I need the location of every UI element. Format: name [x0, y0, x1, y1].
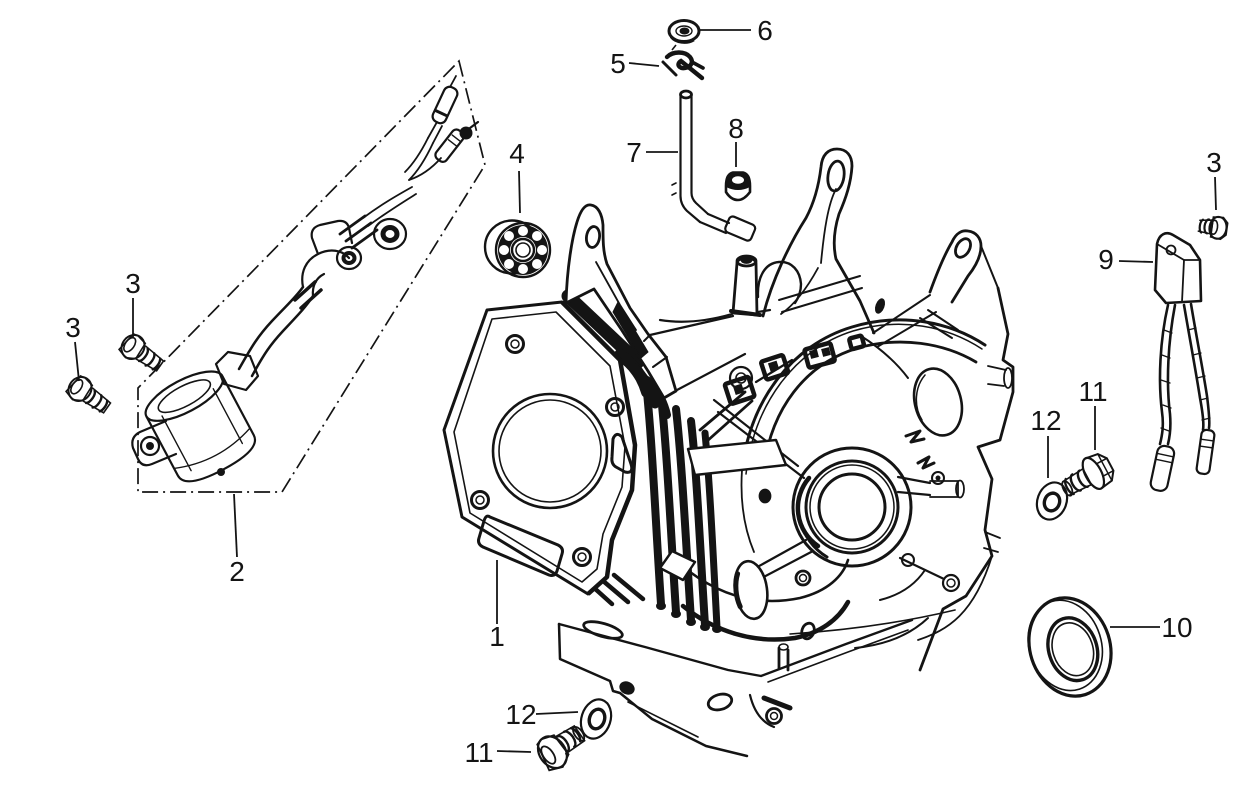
svg-text:12: 12: [1030, 405, 1061, 436]
svg-text:4: 4: [509, 138, 525, 169]
svg-text:3: 3: [1206, 147, 1222, 178]
svg-text:10: 10: [1161, 612, 1192, 643]
svg-text:3: 3: [65, 312, 81, 343]
svg-text:8: 8: [728, 113, 744, 144]
svg-text:5: 5: [610, 48, 626, 79]
svg-text:3: 3: [125, 268, 141, 299]
svg-text:9: 9: [1098, 244, 1114, 275]
svg-text:11: 11: [464, 737, 493, 768]
svg-text:6: 6: [757, 15, 773, 46]
svg-text:2: 2: [229, 556, 245, 587]
svg-text:11: 11: [1078, 376, 1107, 407]
svg-text:12: 12: [505, 699, 536, 730]
svg-text:1: 1: [489, 621, 505, 652]
svg-text:7: 7: [626, 137, 642, 168]
